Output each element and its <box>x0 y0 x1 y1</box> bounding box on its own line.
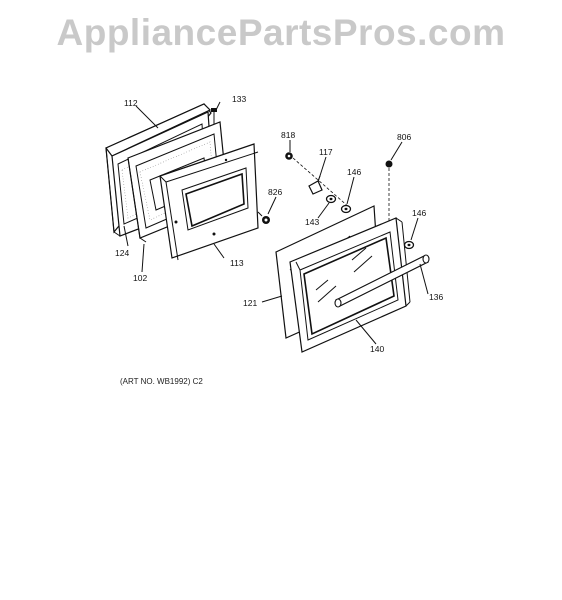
label-121: 121 <box>243 298 257 308</box>
label-136: 136 <box>429 292 443 302</box>
screw-818 <box>285 152 351 209</box>
label-146-upper: 146 <box>347 167 361 177</box>
bracket-117 <box>308 175 323 195</box>
spacer-146-lower <box>403 240 415 250</box>
label-124: 124 <box>115 248 129 258</box>
label-826: 826 <box>268 187 282 197</box>
label-102: 102 <box>133 273 147 283</box>
label-117: 117 <box>319 147 333 157</box>
label-112: 112 <box>124 98 138 108</box>
label-818: 818 <box>281 130 295 140</box>
label-140: 140 <box>370 344 384 354</box>
label-806: 806 <box>397 132 411 142</box>
screw-133 <box>211 108 217 124</box>
spacer-143 <box>325 194 337 204</box>
door-handle <box>334 254 430 308</box>
site-watermark: AppliancePartsPros.com <box>56 12 506 53</box>
door-frame <box>159 143 259 261</box>
screw-826 <box>257 211 270 224</box>
art-number-caption: (ART NO. WB1992) C2 <box>120 377 203 386</box>
label-133: 133 <box>232 94 246 104</box>
outer-door-panel <box>289 217 411 353</box>
spacer-146-upper <box>340 204 352 214</box>
label-146-lower: 146 <box>412 208 426 218</box>
leader-lines <box>123 101 429 345</box>
label-143: 143 <box>305 217 319 227</box>
label-113: 113 <box>230 258 244 268</box>
